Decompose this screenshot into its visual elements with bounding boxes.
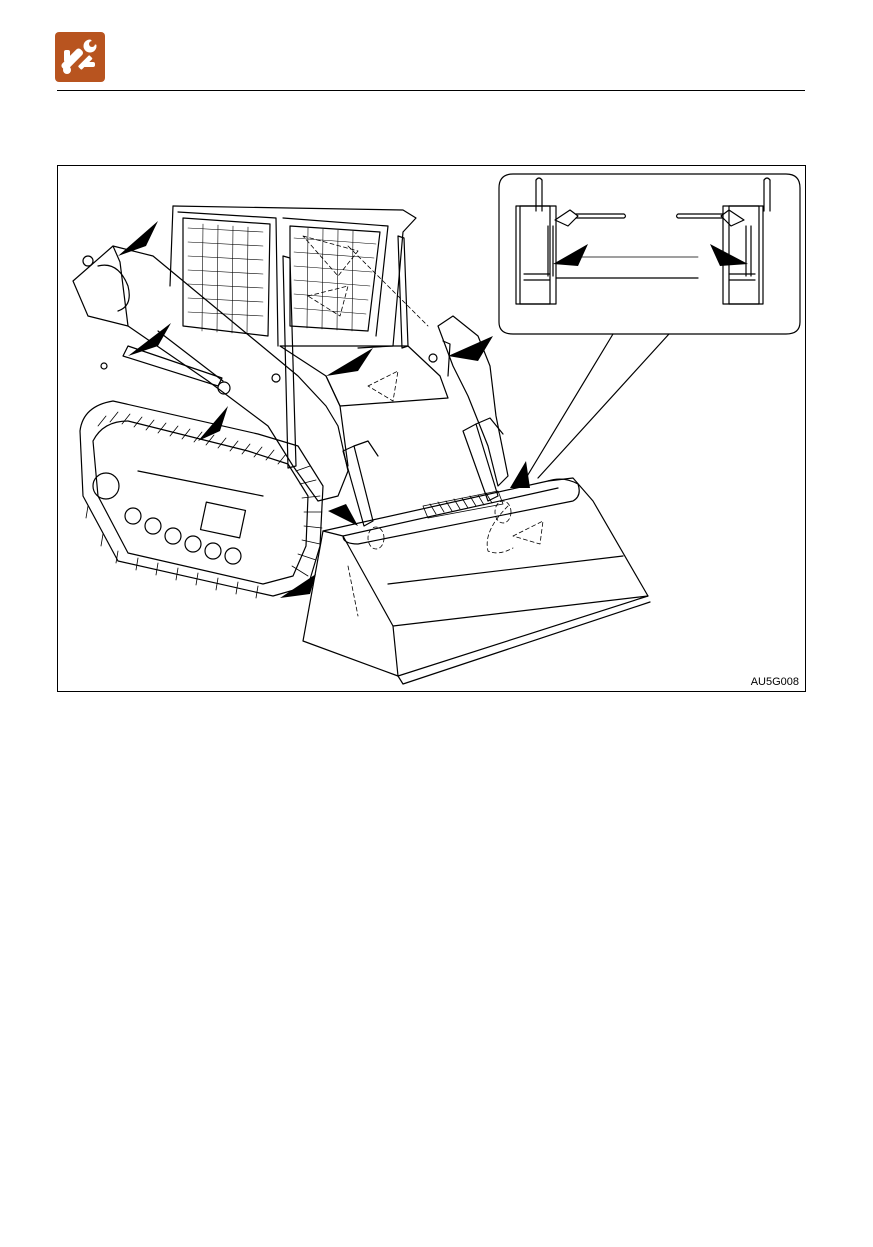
callout-arrow-6 xyxy=(328,504,358,526)
callout-arrow-inset-left xyxy=(553,244,588,266)
figure-code: AU5G008 xyxy=(751,676,799,688)
inset-frame xyxy=(499,174,800,334)
wrench-service-icon xyxy=(55,32,105,82)
track-loader-drawing xyxy=(58,166,806,692)
header-rule xyxy=(57,90,805,91)
callout-arrow-1 xyxy=(118,221,158,256)
loader-figure: AU5G008 xyxy=(57,165,806,692)
callout-arrow-4 xyxy=(326,348,373,376)
callout-arrow-7 xyxy=(510,461,530,488)
